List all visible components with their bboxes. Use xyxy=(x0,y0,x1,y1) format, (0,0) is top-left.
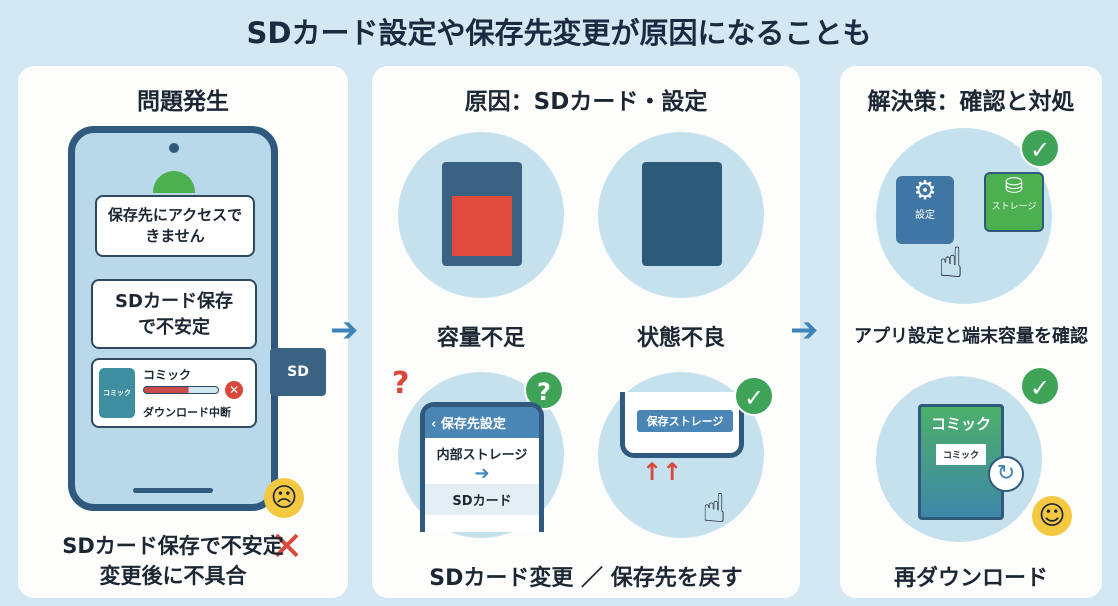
settings-icon-label: 設定 xyxy=(915,210,935,221)
download-progress-bar xyxy=(143,386,219,394)
arrow-icon: ➔ xyxy=(474,463,490,484)
redownload-caption: 再ダウンロード xyxy=(893,566,1048,591)
sd-card-icon: SD xyxy=(270,348,326,396)
solution-heading: 解決策：確認と対処 xyxy=(867,89,1075,115)
sd-card-option[interactable]: SDカード xyxy=(425,484,539,515)
internal-storage-option[interactable]: 内部ストレージ xyxy=(436,448,528,463)
pointing-hand-icon: ☝ xyxy=(702,486,727,532)
capacity-circle xyxy=(398,132,564,298)
android-icon xyxy=(153,171,195,193)
check-caption: アプリ設定と端末容量を確認 xyxy=(854,326,1088,347)
page-title: SDカード設定や保存先変更が原因になることも xyxy=(246,16,872,50)
book-inner-label: コミック xyxy=(936,444,986,465)
storage-screen: 保存ストレージ xyxy=(620,392,744,458)
full-indicator xyxy=(452,196,512,256)
gear-icon: ⚙ xyxy=(913,176,937,206)
damage-circle xyxy=(598,132,764,298)
comic-app-icon: コミック xyxy=(99,368,135,418)
download-card: コミック コミック ✕ ダウンロード中断 xyxy=(91,358,257,428)
comic-title: コミック xyxy=(143,368,192,382)
problem-heading: 問題発生 xyxy=(137,89,229,115)
settings-title-text: 保存先設定 xyxy=(440,417,506,432)
problem-caption-1: SDカード保存で不安定 xyxy=(62,534,284,558)
phone-illustration: 保存先にアクセスできません SDカード保存で不安定 コミック コミック ✕ ダウ… xyxy=(68,126,278,511)
cause-panel: 原因：SDカード・設定 容量不足 状態不良 ? ? ‹ 保存先設定 内部ストレー… xyxy=(372,66,800,598)
check-settings-circle: ⚙ 設定 ⛁ ストレージ ☝ xyxy=(876,128,1052,304)
cause-condition-label: 状態不良 xyxy=(636,326,725,351)
comic-book-icon: コミック コミック xyxy=(918,404,1004,520)
cause-caption: SDカード変更 ／ 保存先を戻す xyxy=(429,566,743,591)
database-icon: ⛁ xyxy=(1004,174,1024,199)
cause-capacity-label: 容量不足 xyxy=(436,326,525,351)
storage-app-icon[interactable]: ⛁ ストレージ xyxy=(984,172,1044,232)
settings-screen-title: ‹ 保存先設定 xyxy=(425,407,539,438)
arrow-right-icon: ➔ xyxy=(330,310,359,350)
broken-sd-card-icon xyxy=(642,162,722,266)
save-storage-button[interactable]: 保存ストレージ xyxy=(637,410,733,432)
cross-icon: ✕ xyxy=(270,524,304,570)
home-bar xyxy=(133,488,213,493)
question-icon: ? xyxy=(392,366,410,401)
worried-face-icon: ☹ xyxy=(264,478,304,518)
download-status: ダウンロード中断 xyxy=(143,406,231,419)
storage-icon-label: ストレージ xyxy=(991,202,1037,212)
up-arrows-icon: ↑↑ xyxy=(642,458,683,486)
pointing-hand-icon: ☝ xyxy=(938,238,964,287)
problem-caption-2: 変更後に不具合 xyxy=(99,564,247,588)
sd-card-full-icon xyxy=(442,162,522,266)
unstable-bubble: SDカード保存で不安定 xyxy=(91,279,257,349)
camera-icon xyxy=(169,143,179,153)
settings-app-icon[interactable]: ⚙ 設定 xyxy=(896,176,954,244)
question-badge-icon: ? xyxy=(524,370,564,410)
settings-phone: ‹ 保存先設定 内部ストレージ ➔ SDカード xyxy=(420,402,544,532)
check-icon: ✓ xyxy=(734,376,774,416)
arrow-right-icon-2: ➔ xyxy=(790,310,819,350)
refresh-icon: ↻ xyxy=(988,456,1024,492)
error-icon: ✕ xyxy=(225,381,243,399)
access-error-bubble: 保存先にアクセスできません xyxy=(95,195,255,257)
redownload-circle: コミック コミック ↻ xyxy=(876,376,1042,542)
check-icon-2: ✓ xyxy=(1020,366,1060,406)
check-icon: ✓ xyxy=(1020,128,1060,168)
book-title: コミック xyxy=(930,415,991,433)
problem-panel: 問題発生 保存先にアクセスできません SDカード保存で不安定 コミック コミック… xyxy=(18,66,348,598)
cause-heading: 原因：SDカード・設定 xyxy=(464,89,708,115)
smiley-icon: ☺ xyxy=(1032,496,1072,536)
solution-panel: 解決策：確認と対処 ⚙ 設定 ⛁ ストレージ ☝ ✓ アプリ設定と端末容量を確認… xyxy=(840,66,1102,598)
